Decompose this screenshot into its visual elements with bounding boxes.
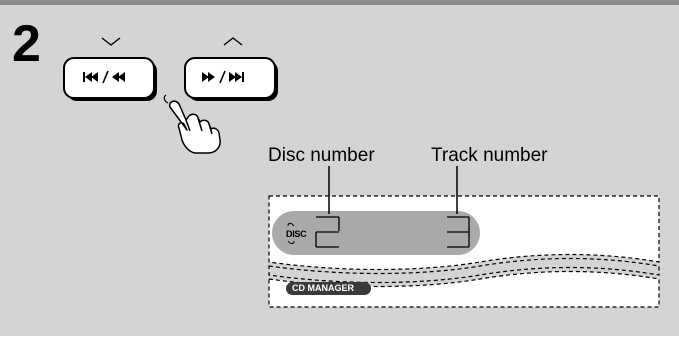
cd-manager-badge	[286, 282, 371, 295]
skip-forward-button[interactable]	[184, 57, 278, 101]
chevron-down-icon	[101, 37, 121, 46]
disc-number-label: Disc number	[268, 145, 375, 166]
cd-manager-label: CD MANAGER	[292, 283, 354, 293]
display-break	[268, 257, 660, 284]
track-number-digit	[447, 216, 470, 248]
chevron-up-icon	[223, 37, 243, 46]
disc-indicator: DISC	[286, 229, 307, 239]
readout-highlight	[272, 211, 480, 255]
pressing-hand-icon	[163, 94, 221, 154]
step-number: 2	[12, 15, 41, 73]
skip-back-button[interactable]	[63, 57, 157, 101]
track-number-label: Track number	[431, 145, 548, 166]
top-rule	[0, 0, 679, 5]
disc-arc-icon	[287, 222, 295, 227]
skip-back-rewind-icon	[83, 70, 125, 84]
disc-number-digit	[315, 216, 340, 248]
fast-forward-skip-icon	[202, 70, 244, 84]
